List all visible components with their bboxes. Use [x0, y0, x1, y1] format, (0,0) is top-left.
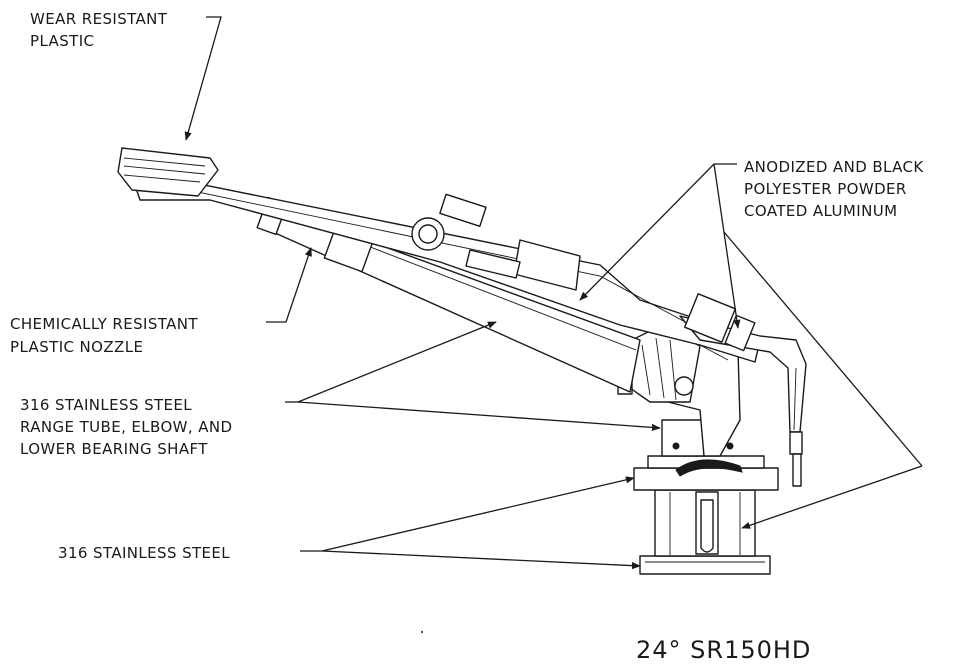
handle: [675, 459, 743, 477]
leader-anod-right: [723, 231, 923, 467]
leader-anod-rear: [713, 163, 741, 329]
leader-wear: [184, 16, 222, 141]
bearing-shaft: [661, 419, 705, 457]
upper-flange: [633, 467, 779, 491]
label-ss-line3: LOWER BEARING SHAFT: [20, 440, 208, 458]
stray-dot: [421, 631, 423, 633]
label-ss-base: 316 STAINLESS STEEL: [58, 544, 230, 562]
leader-ss-flange: [321, 476, 635, 552]
label-chem-line1: CHEMICALLY RESISTANT: [10, 315, 198, 333]
leader-chem: [266, 247, 312, 323]
label-anod-line3: COATED ALUMINUM: [744, 202, 897, 220]
leader-anod-column: [741, 465, 923, 529]
tail-rod: [792, 453, 802, 487]
sprinkler-gun: [117, 147, 807, 575]
base-plate: [639, 555, 771, 575]
label-wear-line2: PLASTIC: [30, 32, 94, 50]
label-ss-line1: 316 STAINLESS STEEL: [20, 396, 192, 414]
deflector-spoon: [117, 147, 219, 197]
label-anod-line2: POLYESTER POWDER: [744, 180, 907, 198]
label-chem-line2: PLASTIC NOZZLE: [10, 338, 143, 356]
leader-ss-plate: [321, 550, 641, 570]
leader-ss-shaft: [297, 401, 661, 432]
label-anod-line1: ANODIZED AND BLACK: [744, 158, 924, 176]
callouts: WEAR RESISTANT PLASTIC ANODIZED AND BLAC…: [10, 10, 924, 633]
label-ss-line2: RANGE TUBE, ELBOW, AND: [20, 418, 232, 436]
model-title: 24° SR150HD: [636, 636, 811, 664]
label-wear-line1: WEAR RESISTANT: [30, 10, 168, 28]
leader-ss-tube: [297, 321, 497, 403]
